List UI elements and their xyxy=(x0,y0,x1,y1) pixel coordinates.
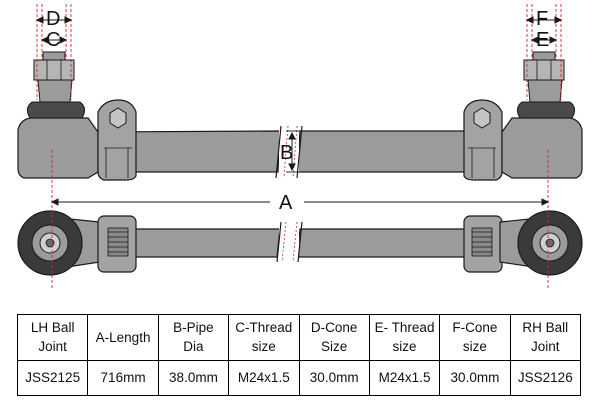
side-break-line-right xyxy=(296,125,303,179)
value-rh-ball-joint: JSS2126 xyxy=(509,359,582,397)
value-c-thread-size: M24x1.5 xyxy=(228,359,300,397)
lh-stud-neck xyxy=(37,79,73,103)
rh-rubber-boot xyxy=(516,101,576,119)
rh-joint-housing xyxy=(501,117,583,179)
tie-rod-diagram: D C F E B A xyxy=(17,4,583,290)
side-break-line-left xyxy=(275,125,282,179)
value-b-pipe-dia: 38.0mm xyxy=(157,359,230,397)
dim-label-c: C xyxy=(46,29,60,51)
lh-joint-housing xyxy=(17,117,99,179)
dim-label-b: B xyxy=(280,142,293,164)
spec-table-value-row: JSS2125 716mm 38.0mm M24x1.5 30.0mm M24x… xyxy=(16,359,582,397)
lh-thread-tip xyxy=(42,51,66,61)
value-lh-ball-joint: JSS2125 xyxy=(16,359,89,397)
value-a-length: 716mm xyxy=(87,359,159,397)
top-view xyxy=(17,210,583,276)
lh-castle-nut xyxy=(33,59,75,81)
value-f-cone-size: 30.0mm xyxy=(439,359,511,397)
dim-label-d: D xyxy=(46,8,60,30)
value-e-thread-size: M24x1.5 xyxy=(368,359,441,397)
side-break-red-left xyxy=(283,125,289,179)
dimension-arrows xyxy=(35,16,563,206)
side-view xyxy=(17,51,583,181)
rh-castle-nut xyxy=(523,59,565,81)
dim-label-f: F xyxy=(536,8,548,30)
header-a-length: A-Length xyxy=(87,314,159,361)
lh-rubber-boot xyxy=(26,101,86,119)
rh-stud-neck xyxy=(527,79,563,103)
value-d-cone-size: 30.0mm xyxy=(298,359,370,397)
side-break-red-right xyxy=(292,125,298,179)
lh-clamp-bolt-icon xyxy=(109,107,127,129)
dim-label-a: A xyxy=(279,192,293,214)
rh-clamp-bolt-icon xyxy=(473,107,491,129)
dim-label-e: E xyxy=(536,29,549,51)
rh-thread-tip xyxy=(532,51,556,61)
